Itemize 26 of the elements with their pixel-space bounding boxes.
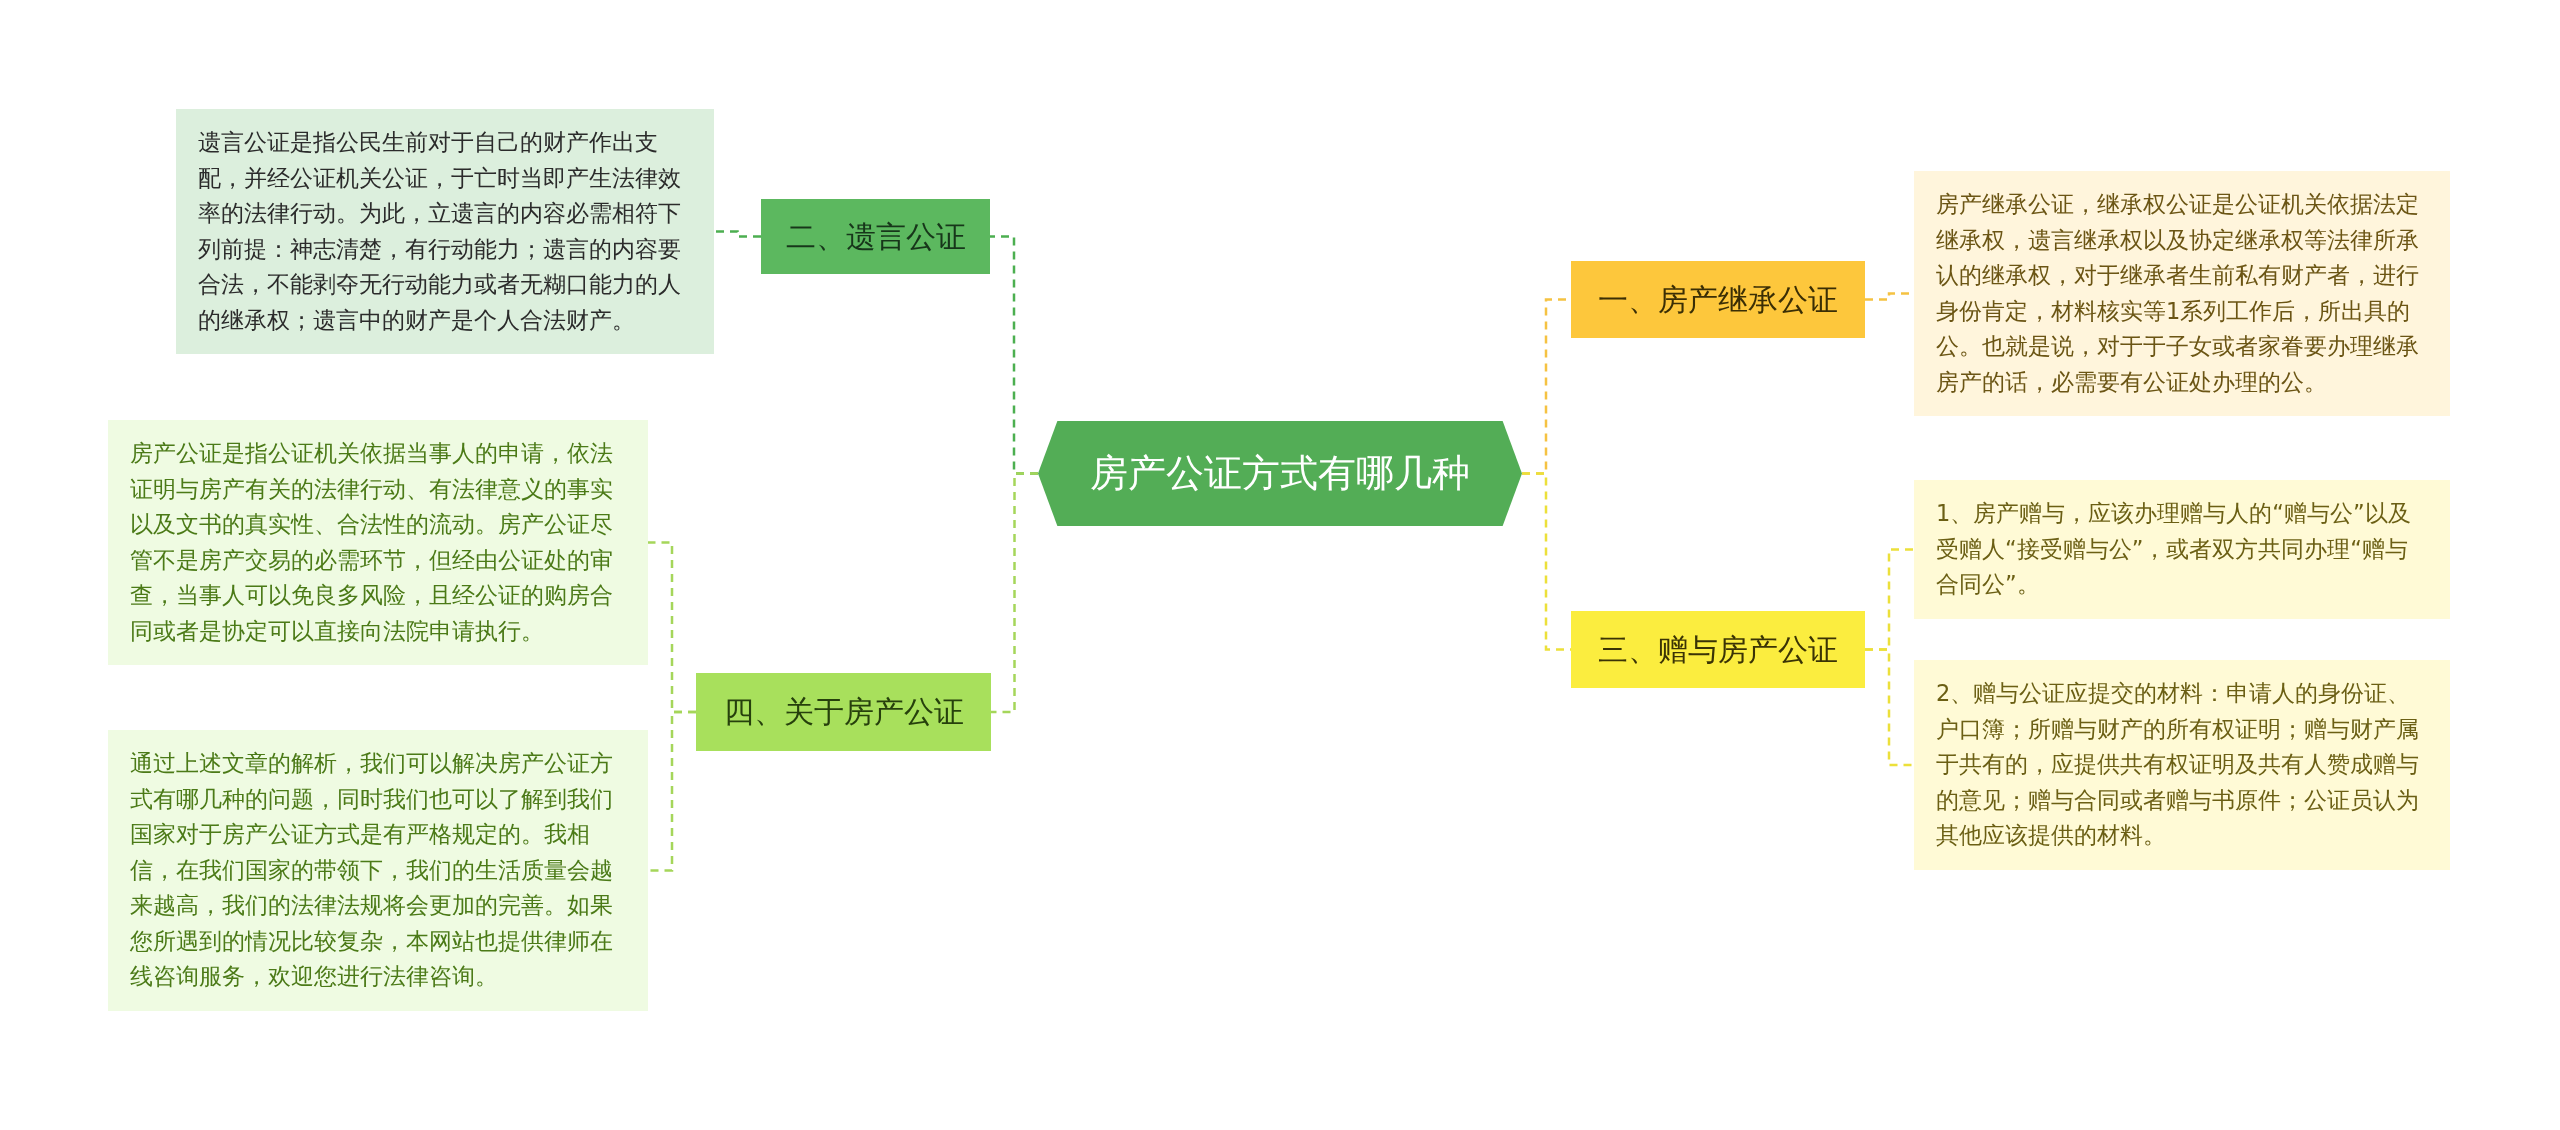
topic-label: 四、关于房产公证 [723, 694, 964, 730]
connector-line [991, 472, 1038, 714]
note-text: 通过上述文章的解析，我们可以解决房产公证方式有哪几种的问题，同时我们也可以了解到我们国家对于房产公证方式是有严格规定的。我相信，在我们国家的带领下，我们的生活质量会越来越高，我们的法律法规将会更加的完善。如果您所遇到的情况比较复杂，本网站也提供律师在线咨询服务，欢迎您进行法律咨询。 [130, 749, 614, 992]
topic-label: 二、遗言公证 [785, 218, 966, 255]
topic-label: 三、赠与房产公证 [1598, 631, 1838, 668]
note-card [108, 420, 648, 666]
note-card [176, 109, 714, 355]
note-text: 2、赠与公证应提交的材料：申请人的身份证、户口簿；所赠与财产的所有权证明；赠与财产属于共有的，应提供共有权证明及共有人赞成赠与的意见；赠与合同或者赠与书原件；公证员认为其他应该提供的材料。 [1936, 679, 2420, 851]
topic-label: 房产公证方式有哪几种 [1090, 450, 1470, 497]
note-card [108, 730, 648, 1011]
branch-topic [761, 199, 990, 274]
branch-topic [1571, 261, 1865, 338]
connector-line [648, 710, 696, 872]
note-card [1914, 171, 2450, 417]
note-card [1914, 660, 2450, 870]
connector-line [714, 230, 761, 238]
note-card [1914, 480, 2450, 619]
connector-line [1865, 648, 1914, 767]
branch-topic [696, 673, 991, 751]
note-text: 1、房产赠与，应该办理赠与人的“赠与公”以及受赠人“接受赠与公”，或者双方共同办理“赠与合同公”。 [1936, 499, 2412, 600]
note-text: 房产继承公证，继承权公证是公证机关依据法定继承权，遗言继承权以及协定继承权等法律所承认的继承权，对于继承者生前私有财产者，进行身份肯定，材料核实等1系列工作后，所出具的公。也就是说，对于于子女或者家眷要办理继承房产的话，必需要有公证处办理的公。 [1936, 190, 2420, 397]
note-text: 房产公证是指公证机关依据当事人的申请，依法证明与房产有关的法律行动、有法律意义的事实以及文书的真实性、合法性的流动。房产公证尽管不是房产交易的必需环节，但经由公证处的审查，当事人可以免良多风险，且经公证的购房合同或者是协定可以直接向法院申请执行。 [130, 439, 614, 646]
note-text: 遗言公证是指公民生前对于自己的财产作出支配，并经公证机关公证，于亡时当即产生法律效率的法律行动。为此，立遗言的内容必需相符下列前提：神志清楚，有行动能力；遗言的内容要合法，不能剥夺无行动能力或者无糊口能力的人的继承权；遗言中的财产是个人合法财产。 [198, 128, 682, 335]
central-topic [1038, 421, 1522, 526]
branch-topic [1571, 611, 1865, 688]
topic-label: 一、房产继承公证 [1598, 281, 1838, 318]
